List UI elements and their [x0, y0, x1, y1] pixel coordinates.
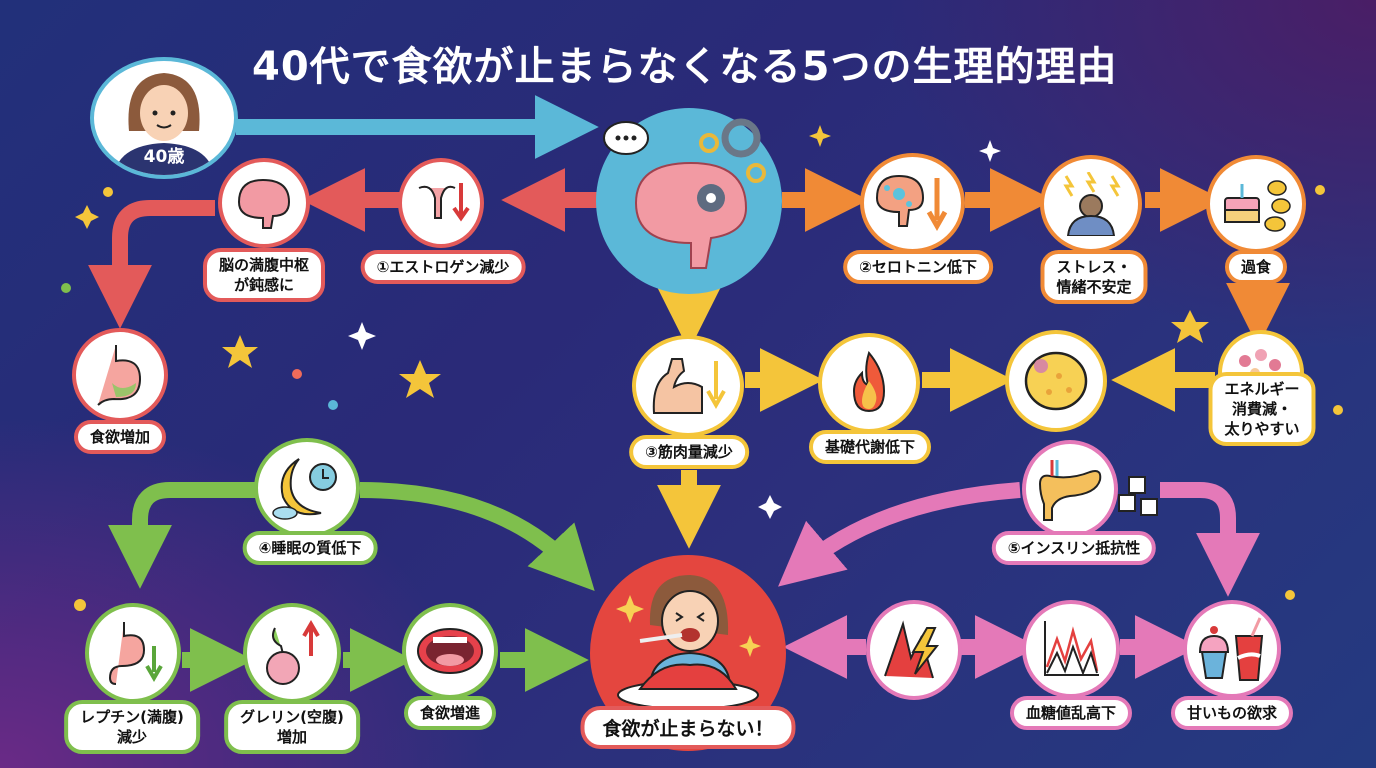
stomach-icon	[97, 345, 142, 406]
label-muscle: ③筋肉量減少	[629, 435, 749, 469]
start-avatar: 40歳	[90, 57, 238, 179]
woman-eating-pasta-icon	[616, 575, 761, 710]
fat-cell-icon	[1024, 351, 1088, 411]
label-leptin: レプチン(満腹) 減少	[64, 700, 200, 754]
brain-gears-icon	[603, 118, 766, 269]
zigzag-chart-icon	[1044, 621, 1099, 676]
uterus-down-arrow-icon	[418, 183, 470, 222]
label-energy: エネルギー 消費減・ 太りやすい	[1208, 372, 1316, 446]
label-estrogen: ①エストロゲン減少	[360, 250, 526, 284]
node-stress	[1040, 155, 1142, 253]
hub-brain	[596, 108, 782, 294]
flame-icon	[852, 351, 886, 413]
open-mouth-icon	[417, 628, 483, 674]
woman-avatar-icon	[114, 73, 214, 175]
label-appetite-increase: 食欲増加	[73, 420, 167, 454]
cupcake-soda-icon	[1198, 617, 1264, 681]
page-title: 40代で食欲が止まらなくなる5つの生理的理由	[252, 44, 1118, 90]
label-insulin: ⑤インスリン抵抗性	[991, 531, 1157, 565]
start-age-label: 40歳	[143, 147, 185, 167]
node-insulin	[1022, 440, 1118, 538]
node-sleep	[254, 438, 360, 538]
node-muscle	[632, 335, 744, 437]
muscle-arm-down-icon	[652, 358, 726, 414]
node-blood-sugar	[1022, 600, 1120, 698]
node-stomach	[72, 328, 168, 422]
label-serotonin: ②セロトニン低下	[843, 250, 993, 284]
label-satiety-center: 脳の満腹中枢 が鈍感に	[202, 248, 326, 302]
brain-neuron-down-icon	[875, 174, 947, 232]
label-stress: ストレス・ 情緒不安定	[1040, 250, 1148, 304]
label-ghrelin: グレリン(空腹) 増加	[224, 700, 360, 754]
label-appetite-boost: 食欲増進	[403, 696, 497, 730]
brain-icon	[237, 178, 291, 229]
node-satiety-brain	[218, 158, 310, 248]
node-spike	[866, 600, 962, 700]
node-leptin	[85, 603, 181, 703]
node-estrogen	[398, 158, 484, 248]
label-blood-sugar: 血糖値乱高下	[1009, 696, 1133, 730]
node-basal-metabolism	[818, 333, 920, 433]
label-sweets: 甘いもの欲求	[1170, 696, 1294, 730]
decorative-sparkles	[61, 125, 1343, 611]
label-sleep: ④睡眠の質低下	[242, 531, 378, 565]
node-fat-cell	[1005, 330, 1107, 432]
spike-lightning-icon	[884, 620, 940, 679]
node-appetite-boost	[402, 603, 498, 699]
cake-chips-icon	[1224, 180, 1291, 232]
node-serotonin	[860, 153, 965, 253]
goal-label: 食欲が止まらない！	[580, 706, 796, 749]
fat-cells-icon	[1239, 349, 1281, 378]
node-sweets	[1183, 600, 1281, 698]
ghrelin-up-arrow-icon	[266, 620, 320, 685]
stomach-down-arrow-icon	[108, 622, 163, 685]
node-ghrelin	[243, 603, 341, 703]
stressed-person-icon	[1063, 172, 1121, 236]
node-overeating	[1206, 155, 1306, 253]
pancreas-sugar-cubes-icon	[1038, 460, 1102, 521]
moon-clock-icon	[272, 458, 337, 520]
label-overeating: 過食	[1224, 250, 1288, 284]
label-basal-metabolism: 基礎代謝低下	[808, 430, 932, 464]
sugar-cubes-icon	[1118, 476, 1158, 516]
